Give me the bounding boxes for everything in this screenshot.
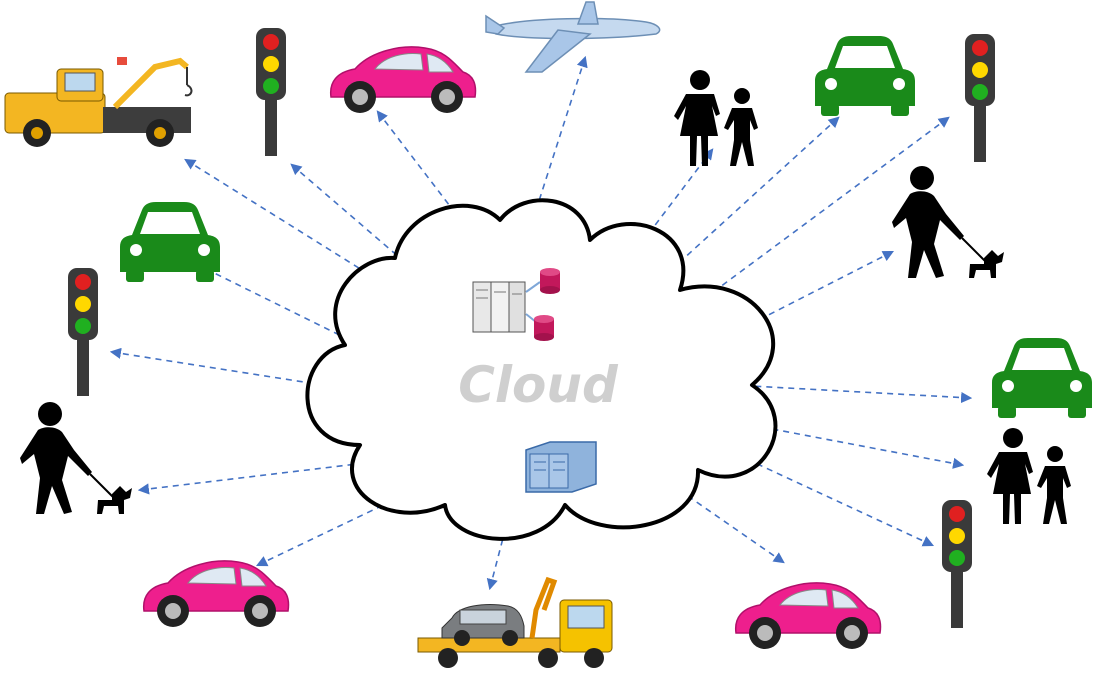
dog-walker-icon <box>891 165 1005 279</box>
pink-car-icon <box>142 560 290 628</box>
green-car-icon <box>992 338 1092 418</box>
airplane-icon <box>485 1 661 73</box>
pedestrians-icon <box>987 428 1071 524</box>
flatbed-truck-icon <box>417 576 613 668</box>
pink-car-icon <box>329 46 477 114</box>
rack-db-link-top <box>525 281 541 293</box>
database-icon <box>534 315 554 341</box>
traffic-light-icon <box>965 34 995 162</box>
link-pink-car-bottom-right <box>634 458 785 564</box>
blue-server-icon <box>525 441 597 493</box>
green-car-icon <box>120 202 220 282</box>
tow-truck-icon <box>4 57 193 147</box>
cloud-label: Cloud <box>458 356 619 414</box>
traffic-light-icon <box>68 268 98 396</box>
cloud-shape <box>305 198 778 541</box>
green-car-icon <box>815 36 915 116</box>
server-rack-icon <box>472 281 526 333</box>
pedestrians-icon <box>674 70 758 166</box>
database-icon <box>540 268 560 294</box>
link-traffic-light-top-right <box>660 116 950 332</box>
dog-walker-icon <box>19 401 133 515</box>
traffic-light-icon <box>942 500 972 628</box>
pink-car-icon <box>734 582 882 650</box>
traffic-light-icon <box>256 28 286 156</box>
link-traffic-light-bottom-right <box>681 428 935 547</box>
